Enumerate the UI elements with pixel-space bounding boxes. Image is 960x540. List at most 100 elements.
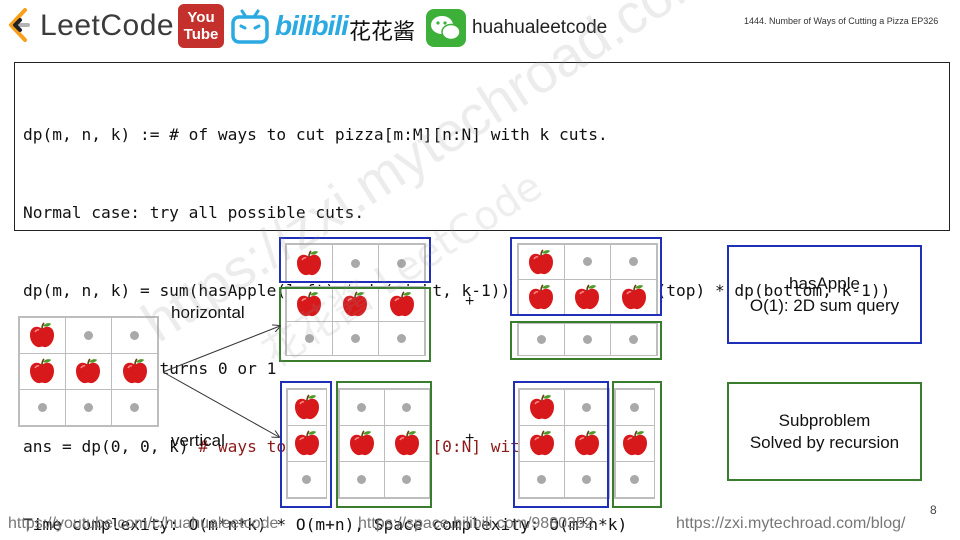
- empty-dot: [357, 475, 366, 485]
- apple-icon: [575, 283, 600, 309]
- has-apple-desc: O(1): 2D sum query: [749, 295, 900, 315]
- pizza-v2-right: [614, 388, 655, 499]
- empty-dot: [402, 402, 411, 412]
- empty-dot: [629, 257, 639, 266]
- pizza-cell: [517, 322, 565, 356]
- pizza-cell: [378, 320, 426, 356]
- apple-icon: [349, 430, 374, 456]
- pizza-cell: [610, 278, 658, 315]
- empty-dot: [629, 334, 639, 344]
- apple-icon: [529, 283, 554, 309]
- empty-dot: [582, 334, 592, 344]
- apple-icon: [574, 430, 599, 456]
- leetcode-logo: LeetCode: [6, 6, 174, 46]
- footer-bilibili-link[interactable]: https://space.bilibili.com/9880352: [358, 515, 594, 532]
- pizza-cell: [331, 320, 380, 356]
- has-apple-title: hasApple: [789, 273, 860, 293]
- code-line: Normal case: try all possible cuts.: [23, 203, 365, 222]
- pizza-cell: [286, 424, 327, 463]
- apple-icon: [76, 358, 101, 384]
- label-vertical: vertical: [171, 431, 225, 450]
- apple-icon: [294, 430, 319, 456]
- pizza-cell: [614, 461, 655, 499]
- pizza-cell: [286, 461, 327, 499]
- pizza-cell: [18, 316, 66, 354]
- pizza-cell: [285, 320, 333, 356]
- empty-dot: [630, 402, 639, 412]
- code-line: dp(m, n, k) := # of ways to cut pizza[m:…: [23, 125, 608, 144]
- subproblem-title: Subproblem: [778, 410, 871, 430]
- plus-sign-vertical: +: [465, 430, 475, 447]
- pizza-h2-top: [517, 243, 658, 315]
- footer-youtube-link[interactable]: https://youtube.com/c/huahualeetcode: [8, 515, 279, 532]
- empty-dot: [630, 475, 639, 485]
- author-handle: huahualeetcode: [472, 17, 608, 38]
- footer-blog-link[interactable]: https://zxi.mytechroad.com/blog/: [676, 515, 906, 532]
- pizza-cell: [64, 389, 113, 427]
- wechat-icon: [426, 9, 466, 47]
- apple-icon: [621, 283, 646, 309]
- pizza-cell: [286, 388, 327, 426]
- apple-icon: [122, 358, 147, 384]
- pizza-cell: [18, 352, 66, 391]
- leetcode-icon: [9, 8, 30, 42]
- empty-dot: [350, 258, 360, 268]
- code-line: Time complexity: O(m*n*k) * O(m+n), Spac…: [23, 515, 628, 534]
- pizza-v2-left: [518, 388, 610, 499]
- empty-dot: [397, 333, 407, 343]
- pizza-v1-right: [338, 388, 430, 499]
- episode-title: 1444. Number of Ways of Cutting a Pizza …: [744, 16, 939, 26]
- pizza-cell: [610, 322, 658, 356]
- pizza-cell: [563, 243, 612, 280]
- pizza-cell: [563, 278, 612, 315]
- plus-sign-horizontal: +: [465, 293, 475, 310]
- empty-dot: [350, 333, 360, 343]
- apple-icon: [622, 430, 647, 456]
- apple-icon: [294, 394, 319, 420]
- empty-dot: [130, 403, 140, 413]
- empty-dot: [536, 334, 546, 344]
- empty-dot: [397, 258, 407, 268]
- leetcode-wordmark: LeetCode: [40, 9, 175, 42]
- empty-dot: [302, 475, 311, 485]
- pizza-cell: [18, 389, 66, 427]
- pizza-cell: [111, 316, 159, 354]
- pizza-cell: [338, 461, 385, 499]
- empty-dot: [83, 330, 93, 340]
- pizza-h1-bottom: [285, 286, 426, 356]
- subproblem-box: Subproblem Solved by recursion: [727, 382, 922, 481]
- header-bar: LeetCode You Tube bilibili 花花酱 huahualee…: [0, 0, 960, 56]
- pizza-cell: [383, 388, 430, 426]
- label-horizontal: horizontal: [171, 303, 245, 322]
- empty-dot: [357, 402, 366, 412]
- pizza-cell: [111, 389, 159, 427]
- pizza-cell: [563, 388, 610, 426]
- bilibili-tv-icon: [231, 9, 269, 44]
- empty-dot: [304, 333, 314, 343]
- pizza-cell: [378, 286, 426, 322]
- apple-icon: [30, 322, 55, 348]
- has-apple-box: hasApple O(1): 2D sum query: [727, 245, 922, 344]
- pizza-cell: [517, 243, 565, 280]
- pizza-cell: [338, 388, 385, 426]
- bilibili-wordmark: bilibili: [275, 10, 349, 41]
- pizza-h1-top: [285, 243, 426, 283]
- pizza-cell: [111, 352, 159, 391]
- apple-icon: [529, 248, 554, 274]
- apple-icon: [343, 291, 368, 317]
- youtube-logo: You Tube: [178, 4, 224, 48]
- arrow-horizontal: [162, 326, 280, 373]
- pizza-original: [18, 316, 159, 427]
- page-number: 8: [930, 503, 937, 517]
- subproblem-desc: Solved by recursion: [749, 432, 900, 452]
- pizza-cell: [614, 388, 655, 426]
- pizza-v1-left: [286, 388, 327, 499]
- empty-dot: [130, 330, 140, 340]
- youtube-logo-text: You Tube: [183, 9, 219, 43]
- apple-icon: [30, 358, 55, 384]
- empty-dot: [402, 475, 411, 485]
- empty-dot: [37, 403, 47, 413]
- pizza-h2-bottom: [517, 322, 658, 356]
- pizza-cell: [563, 461, 610, 499]
- arrow-vertical: [162, 371, 279, 437]
